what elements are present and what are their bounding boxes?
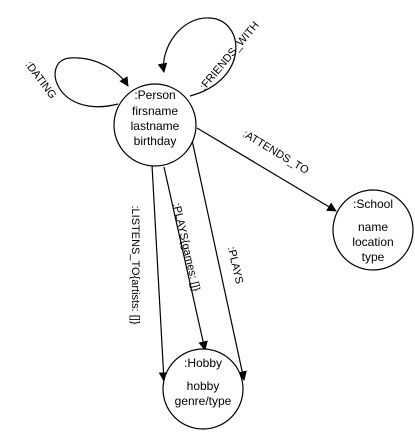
person-prop-lastname: lastname bbox=[131, 119, 180, 133]
person-node-label: :Person bbox=[134, 88, 175, 102]
listens-to-edge-label: :LISTENS_TO{artists: []} bbox=[129, 205, 141, 324]
friends-with-loop-edge bbox=[157, 17, 237, 97]
listens-to-edge bbox=[151, 164, 169, 382]
attends-to-edge-label: :ATTENDS_TO bbox=[240, 128, 311, 177]
plays-games-edge-label: :PLAYS{games: []} bbox=[170, 202, 202, 293]
school-node-label: :School bbox=[353, 197, 393, 211]
friends-with-edge-label: :FRIENDS_WITH bbox=[198, 19, 262, 92]
school-prop-location: location bbox=[352, 235, 393, 249]
school-prop-name: name bbox=[358, 220, 388, 234]
attends-to-edge bbox=[196, 127, 337, 212]
dating-loop-edge bbox=[54, 57, 129, 108]
hobby-node-label: :Hobby bbox=[184, 356, 222, 370]
school-prop-type: type bbox=[362, 250, 385, 264]
hobby-node[interactable]: :Hobby hobby genre/type bbox=[162, 348, 244, 430]
hobby-prop-genre-type: genre/type bbox=[175, 394, 232, 408]
person-prop-firsname: firsname bbox=[132, 104, 178, 118]
person-prop-birthday: birthday bbox=[134, 134, 177, 148]
hobby-prop-hobby: hobby bbox=[187, 379, 220, 393]
plays-edge-label: :PLAYS bbox=[225, 246, 245, 285]
plays-edge bbox=[191, 139, 247, 381]
dating-edge-label: :DATING bbox=[22, 59, 58, 101]
plays-games-edge bbox=[163, 166, 208, 351]
school-node[interactable]: :School name location type bbox=[332, 189, 414, 271]
person-node[interactable]: :Person firsname lastname birthday bbox=[113, 83, 197, 167]
